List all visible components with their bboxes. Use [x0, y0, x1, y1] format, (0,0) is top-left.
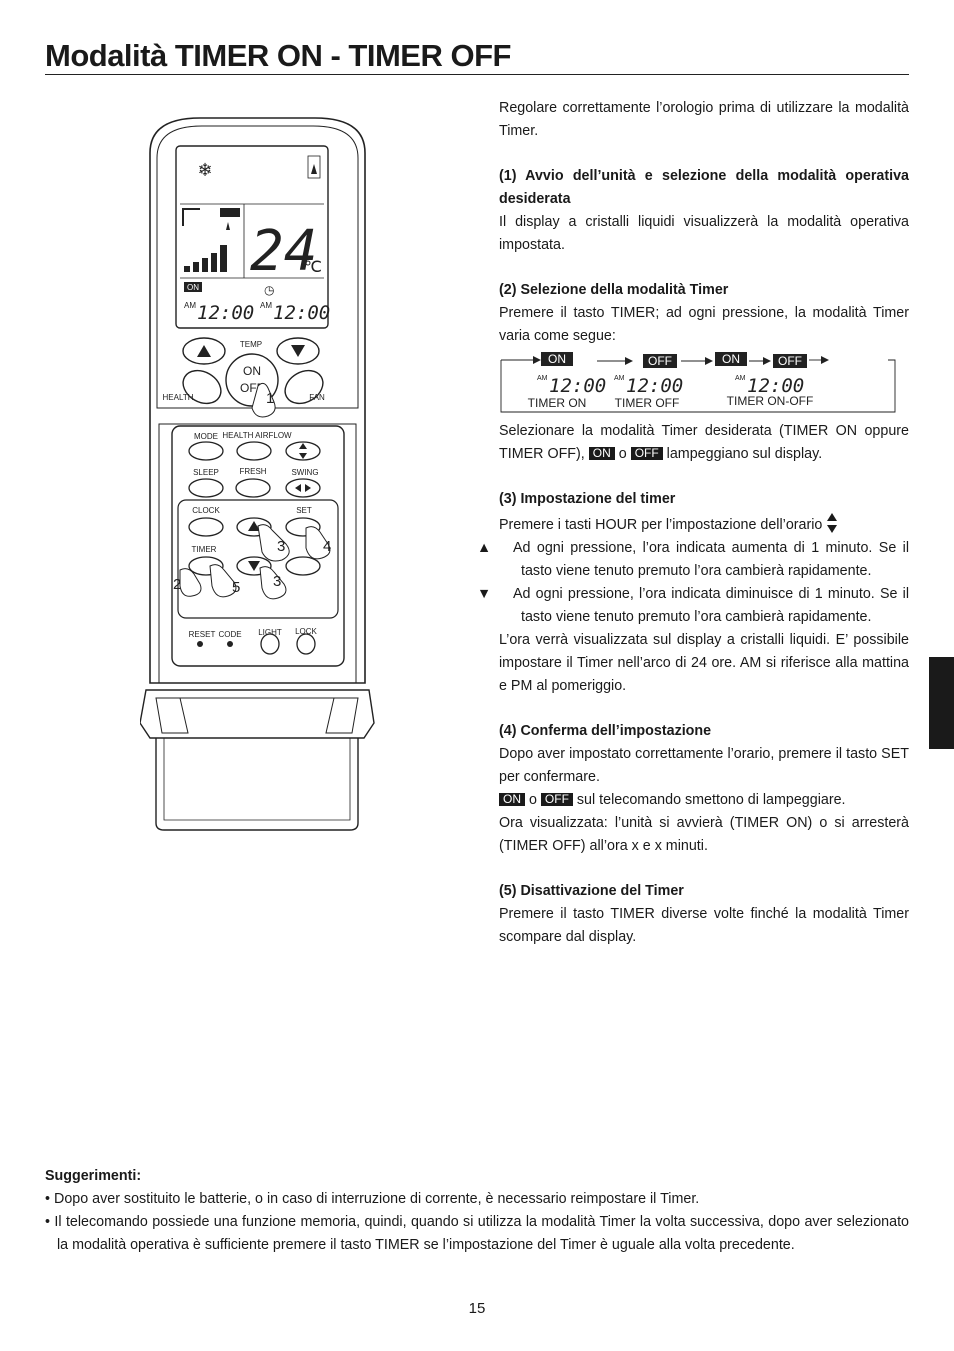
off-indicator: OFF — [630, 447, 663, 460]
svg-text:AM: AM — [537, 375, 548, 382]
remote-control-illustration: ❄ 24 ℃ ON ◷ AM 12:00 AM 12:00 TEMP ON OF… — [140, 117, 375, 831]
lcd-time-1: 12:00 — [197, 302, 254, 324]
svg-text:AM: AM — [735, 375, 746, 382]
tips-section: Suggerimenti: • Dopo aver sostituito le … — [45, 1165, 909, 1257]
svg-text:12:00: 12:00 — [626, 375, 683, 397]
on-indicator: ON — [588, 447, 615, 460]
tips-heading: Suggerimenti: — [45, 1168, 142, 1184]
svg-text:TIMER ON-OFF: TIMER ON-OFF — [727, 394, 814, 408]
snowflake-icon: ❄ — [197, 160, 212, 180]
svg-text:HEALTH: HEALTH — [163, 393, 194, 402]
svg-text:TIMER ON: TIMER ON — [528, 396, 587, 410]
lcd-on-badge: ON — [187, 283, 199, 292]
svg-text:MODE: MODE — [194, 432, 218, 441]
reset-button[interactable] — [197, 641, 203, 647]
svg-text:OFF: OFF — [778, 354, 802, 368]
lcd-am-1: AM — [184, 301, 196, 310]
code-button[interactable] — [227, 641, 233, 647]
timer-mode-sequence-diagram: ON OFF ON OFF AM 12:00 AM 12:00 AM 12:00… — [500, 352, 896, 413]
svg-text:FRESH: FRESH — [239, 467, 266, 476]
down-arrow-icon: ▼ — [477, 586, 492, 602]
step5-heading: (5) Disattivazione del Timer — [499, 883, 684, 899]
step4-heading: (4) Conferma dell’impostazione — [499, 723, 712, 739]
step3-heading: (3) Impostazione del timer — [499, 491, 676, 507]
health-airflow-button[interactable] — [236, 441, 272, 461]
step2-text: Premere il tasto TIMER; ad ogni pression… — [499, 305, 909, 344]
fan-button[interactable] — [279, 364, 329, 410]
instructions-column: Regolare correttamente l’orologio prima … — [477, 97, 909, 949]
step3-note: L’ora verrà visualizzata sul display a c… — [499, 632, 909, 694]
fresh-button[interactable] — [235, 478, 271, 498]
step4-result: Ora visualizzata: l’unità si avvierà (TI… — [499, 815, 909, 854]
svg-text:4: 4 — [323, 538, 331, 555]
step3-down-text: Ad ogni pressione, l’ora indicata diminu… — [513, 586, 909, 625]
svg-text:ON: ON — [243, 364, 261, 378]
lock-button[interactable] — [296, 633, 316, 655]
clock-icon: ◷ — [264, 283, 274, 297]
svg-text:LOCK: LOCK — [295, 627, 317, 636]
svg-text:TIMER: TIMER — [192, 545, 217, 554]
step1-text: Il display a cristalli liquidi visualizz… — [499, 214, 909, 253]
svg-text:3: 3 — [277, 538, 285, 555]
light-button[interactable] — [260, 633, 280, 655]
lcd-temp-unit: ℃ — [304, 259, 322, 276]
lcd-time-2: 12:00 — [273, 302, 330, 324]
svg-text:TIMER OFF: TIMER OFF — [615, 396, 680, 410]
step5-text: Premere il tasto TIMER diverse volte fin… — [499, 906, 909, 945]
lcd-am-2: AM — [260, 301, 272, 310]
on-indicator: ON — [499, 793, 525, 806]
airflow-updown-button[interactable] — [285, 441, 321, 461]
lcd-temperature: 24 — [250, 219, 317, 284]
hand-pointer-icon — [251, 382, 276, 418]
svg-text:ON: ON — [722, 352, 740, 366]
svg-text:AM: AM — [614, 375, 625, 382]
temp-label: TEMP — [240, 340, 262, 349]
svg-text:CLOCK: CLOCK — [192, 506, 220, 515]
step2-heading: (2) Selezione della modalità Timer — [499, 282, 729, 298]
svg-text:FAN: FAN — [309, 393, 325, 402]
svg-text:OFF: OFF — [648, 354, 672, 368]
health-button[interactable] — [177, 364, 227, 410]
svg-text:3: 3 — [273, 573, 281, 590]
hand-pointer-icon — [179, 568, 202, 597]
step3-text: Premere i tasti HOUR per l’impostazione … — [499, 517, 823, 533]
step4-text: Dopo aver impostato correttamente l’orar… — [499, 746, 909, 785]
svg-text:5: 5 — [232, 579, 240, 596]
language-tab — [929, 657, 954, 749]
svg-text:SET: SET — [296, 506, 312, 515]
swing-button[interactable] — [285, 478, 321, 498]
page-title: Modalità TIMER ON - TIMER OFF — [45, 38, 511, 73]
step2-select-text: Selezionare la modalità Timer desiderata… — [499, 423, 909, 462]
hand-pointer-icon — [305, 526, 331, 560]
svg-text:12:00: 12:00 — [549, 375, 606, 397]
hand-pointer-icon — [209, 564, 237, 598]
svg-text:1: 1 — [266, 390, 274, 407]
svg-text:SWING: SWING — [291, 468, 318, 477]
intro-text: Regolare correttamente l’orologio prima … — [499, 100, 909, 139]
svg-text:12:00: 12:00 — [747, 375, 804, 397]
tip-item: • Dopo aver sostituito le batterie, o in… — [45, 1191, 700, 1207]
hand-pointer-icon — [259, 566, 287, 600]
hand-pointer-icon — [257, 524, 290, 562]
step1-heading: (1) Avvio dell’unità e selezione della m… — [499, 168, 909, 207]
clock-button[interactable] — [188, 517, 224, 537]
title-underline — [45, 74, 909, 75]
sleep-button[interactable] — [188, 478, 224, 498]
page-number: 15 — [468, 1300, 486, 1317]
step3-up-text: Ad ogni pressione, l’ora indicata aument… — [513, 540, 909, 579]
tip-item: • Il telecomando possiede una funzione m… — [45, 1214, 909, 1253]
svg-text:CODE: CODE — [218, 630, 241, 639]
up-arrow-icon: ▲ — [477, 540, 492, 556]
svg-text:LIGHT: LIGHT — [258, 628, 282, 637]
cancel-button[interactable] — [285, 556, 321, 576]
svg-text:2: 2 — [173, 576, 181, 593]
svg-text:HEALTH AIRFLOW: HEALTH AIRFLOW — [222, 431, 292, 440]
svg-text:RESET: RESET — [189, 630, 216, 639]
up-down-arrows-icon — [827, 513, 838, 533]
off-indicator: OFF — [540, 793, 573, 806]
svg-text:SLEEP: SLEEP — [193, 468, 219, 477]
svg-text:ON: ON — [548, 352, 566, 366]
mode-button[interactable] — [188, 441, 224, 461]
